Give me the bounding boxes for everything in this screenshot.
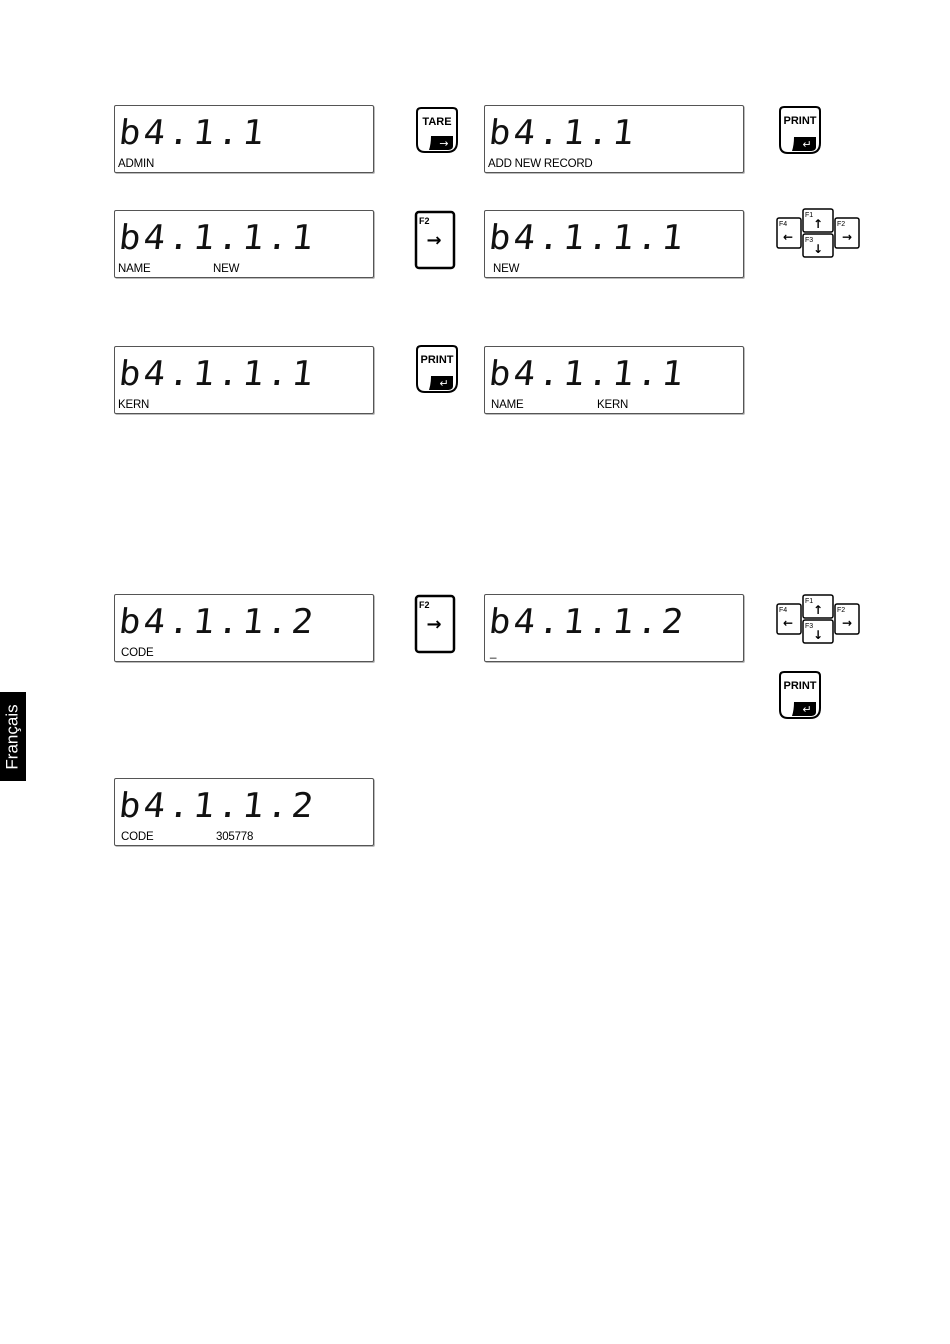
arrow-up-icon: ↑ (813, 603, 823, 617)
print-key[interactable]: PRINT ↵ (776, 105, 824, 155)
display-add-new-record: b4.1.1 ADD NEW RECORD (484, 105, 744, 173)
segment-readout: b4.1.1.1 (487, 357, 688, 391)
display-value: KERN (597, 399, 628, 411)
f2-key[interactable]: F2 → (414, 594, 456, 654)
display-label: NEW (493, 263, 519, 275)
print-key[interactable]: PRINT ↵ (776, 670, 824, 720)
arrow-right-icon: → (426, 230, 441, 251)
segment-readout: b4.1.1 (117, 116, 269, 150)
display-name-new: b4.1.1.1 NAME NEW (114, 210, 374, 278)
arrow-down-icon: ↓ (813, 628, 823, 642)
display-name-kern: b4.1.1.1 NAME KERN (484, 346, 744, 414)
segment-readout: b4.1.1.1 (117, 357, 318, 391)
display-label: ADMIN (118, 158, 154, 170)
arrow-down-icon: ↓ (813, 242, 823, 256)
f2-key-label: F2 (837, 221, 845, 228)
arrow-keypad[interactable]: F1 ↑ F3 ↓ F4 ← F2 → (775, 208, 861, 260)
segment-readout: b4.1.1 (487, 116, 639, 150)
arrow-left-icon: ← (783, 230, 793, 244)
display-kern: b4.1.1.1 KERN (114, 346, 374, 414)
enter-icon: ↵ (802, 138, 811, 151)
display-label: ADD NEW RECORD (488, 158, 593, 170)
arrow-right-icon: → (842, 230, 852, 244)
print-key[interactable]: PRINT ↵ (413, 344, 461, 394)
display-code-entry: b4.1.1.2 _ (484, 594, 744, 662)
f2-key-label: F2 (419, 216, 430, 226)
tare-key[interactable]: TARE → (413, 106, 461, 154)
f2-key-label: F2 (837, 607, 845, 614)
arrow-up-icon: ↑ (813, 217, 823, 231)
segment-readout: b4.1.1.2 (117, 789, 318, 823)
arrow-left-icon: ← (783, 616, 793, 630)
display-label: NAME (491, 399, 523, 411)
f4-key-label: F4 (779, 221, 787, 228)
display-value: 305778 (216, 831, 253, 843)
arrow-right-icon: → (842, 616, 852, 630)
cursor-indicator: _ (490, 647, 496, 659)
tare-key-label: TARE (422, 116, 451, 128)
display-value: NEW (213, 263, 239, 275)
display-code-value: b4.1.1.2 CODE 305778 (114, 778, 374, 846)
display-code: b4.1.1.2 CODE (114, 594, 374, 662)
print-key-label: PRINT (784, 680, 817, 692)
arrow-right-icon: → (439, 137, 448, 150)
display-label: KERN (118, 399, 149, 411)
segment-readout: b4.1.1.1 (487, 221, 688, 255)
display-label: CODE (121, 647, 153, 659)
language-tab-label: Français (3, 704, 23, 769)
f2-key-label: F2 (419, 600, 430, 610)
arrow-right-icon: → (426, 614, 441, 635)
display-label: CODE (121, 831, 153, 843)
display-admin: b4.1.1 ADMIN (114, 105, 374, 173)
display-label: NAME (118, 263, 150, 275)
print-key-label: PRINT (784, 115, 817, 127)
enter-icon: ↵ (802, 703, 811, 716)
enter-icon: ↵ (439, 377, 448, 390)
segment-readout: b4.1.1.1 (117, 221, 318, 255)
f4-key-label: F4 (779, 607, 787, 614)
print-key-label: PRINT (421, 354, 454, 366)
f2-key[interactable]: F2 → (414, 210, 456, 270)
language-tab: Français (0, 692, 26, 781)
display-new: b4.1.1.1 NEW (484, 210, 744, 278)
arrow-keypad[interactable]: F1 ↑ F3 ↓ F4 ← F2 → (775, 594, 861, 646)
segment-readout: b4.1.1.2 (117, 605, 318, 639)
segment-readout: b4.1.1.2 (487, 605, 688, 639)
